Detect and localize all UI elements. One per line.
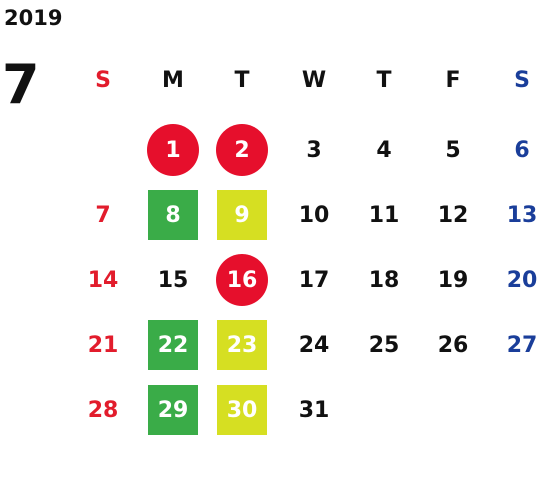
day-number: 12	[437, 202, 469, 228]
day-number: 22	[157, 332, 189, 358]
day-cell: 14	[73, 254, 133, 306]
day-number: 31	[298, 397, 330, 423]
day-cell: 30	[212, 384, 272, 436]
day-number: 21	[87, 332, 119, 358]
day-cell: 25	[354, 319, 414, 371]
yellow-square-marker	[217, 190, 267, 240]
green-square-marker	[148, 385, 198, 435]
day-cell: 2	[212, 124, 272, 176]
day-cell: 24	[284, 319, 344, 371]
day-cell: 4	[354, 124, 414, 176]
day-number: 2	[234, 137, 250, 163]
weekday-label: T	[376, 68, 392, 93]
green-square-marker	[148, 190, 198, 240]
day-number: 18	[368, 267, 400, 293]
holiday-circle-marker	[216, 254, 268, 306]
weekday-label: M	[162, 68, 184, 93]
day-cell: 18	[354, 254, 414, 306]
day-number: 7	[95, 202, 111, 228]
day-number: 5	[445, 137, 461, 163]
day-number: 19	[437, 267, 469, 293]
day-number: 30	[226, 397, 258, 423]
calendar-month: 7	[2, 53, 40, 116]
day-number: 14	[87, 267, 119, 293]
day-number: 9	[234, 202, 250, 228]
day-cell: 29	[143, 384, 203, 436]
day-number: 26	[437, 332, 469, 358]
day-number: 23	[226, 332, 258, 358]
day-number: 8	[165, 202, 181, 228]
day-cell: 23	[212, 319, 272, 371]
day-number: 1	[165, 137, 181, 163]
weekday-label: W	[301, 68, 327, 93]
day-cell: 22	[143, 319, 203, 371]
day-cell: 9	[212, 189, 272, 241]
day-cell: 7	[73, 189, 133, 241]
green-square-marker	[148, 320, 198, 370]
day-number: 3	[306, 137, 322, 163]
day-number: 25	[368, 332, 400, 358]
day-cell: 3	[284, 124, 344, 176]
day-number: 11	[368, 202, 400, 228]
day-number: 6	[514, 137, 530, 163]
day-number: 4	[376, 137, 392, 163]
day-number: 10	[298, 202, 330, 228]
yellow-square-marker	[217, 385, 267, 435]
day-cell: 17	[284, 254, 344, 306]
holiday-circle-marker	[216, 124, 268, 176]
day-cell: 19	[423, 254, 483, 306]
day-number: 20	[506, 267, 538, 293]
day-cell: 1	[143, 124, 203, 176]
day-cell: 31	[284, 384, 344, 436]
day-number: 17	[298, 267, 330, 293]
day-number: 29	[157, 397, 189, 423]
day-number: 13	[506, 202, 538, 228]
day-cell: 27	[492, 319, 548, 371]
day-cell: 5	[423, 124, 483, 176]
day-number: 27	[506, 332, 538, 358]
weekday-label: S	[514, 68, 530, 93]
day-number: 28	[87, 397, 119, 423]
day-cell: 21	[73, 319, 133, 371]
day-cell: 28	[73, 384, 133, 436]
weekday-label: S	[95, 68, 111, 93]
day-cell: 15	[143, 254, 203, 306]
day-cell: 10	[284, 189, 344, 241]
day-cell: 6	[492, 124, 548, 176]
day-cell: 20	[492, 254, 548, 306]
weekday-label: T	[234, 68, 250, 93]
holiday-circle-marker	[147, 124, 199, 176]
day-cell: 11	[354, 189, 414, 241]
day-cell: 8	[143, 189, 203, 241]
yellow-square-marker	[217, 320, 267, 370]
day-number: 24	[298, 332, 330, 358]
day-cell: 12	[423, 189, 483, 241]
day-number: 16	[226, 267, 258, 293]
day-cell: 26	[423, 319, 483, 371]
day-cell: 13	[492, 189, 548, 241]
day-cell: 16	[212, 254, 272, 306]
day-number: 15	[157, 267, 189, 293]
calendar-year: 2019	[4, 6, 63, 30]
weekday-label: F	[445, 68, 461, 93]
